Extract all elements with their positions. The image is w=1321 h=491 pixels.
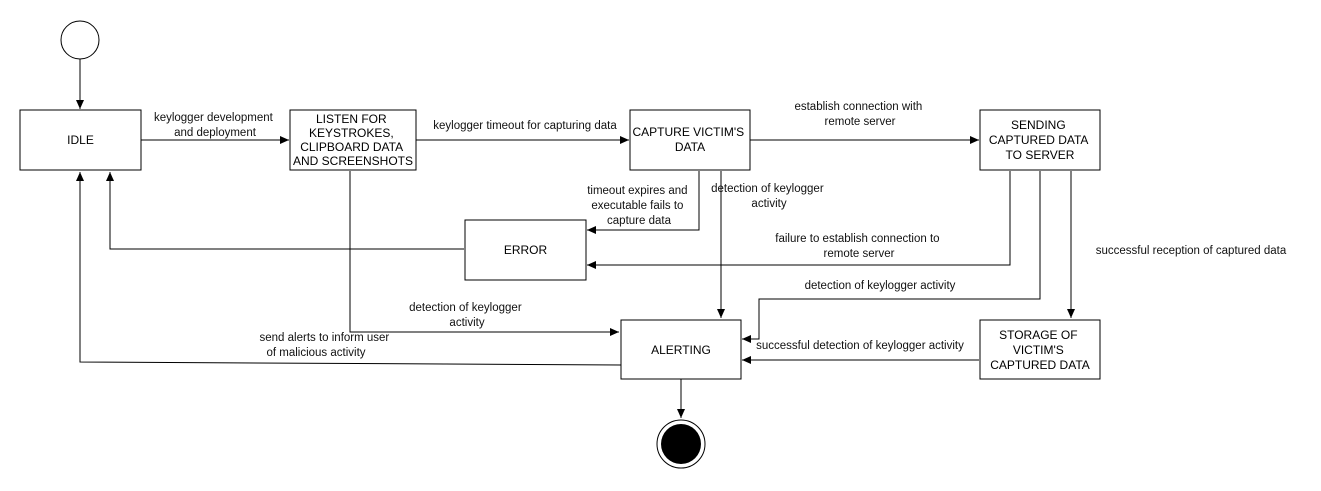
edge-sending-to-alerting [742, 171, 1041, 343]
state-idle-label: IDLE [67, 133, 94, 147]
state-error-label: ERROR [504, 243, 548, 257]
edge-alerting-to-idle [76, 172, 622, 366]
state-listen: LISTEN FOR KEYSTROKES, CLIPBOARD DATA AN… [289, 109, 417, 171]
state-sending-label: SENDING CAPTURED DATA TO SERVER [989, 118, 1091, 162]
edge-listen-to-alerting [349, 171, 619, 336]
state-idle: IDLE [19, 109, 142, 171]
state-capture-label: CAPTURE VICTIM'S DATA [633, 125, 748, 154]
label-alerting-to-idle: send alerts to inform user of malicious … [260, 332, 393, 359]
label-sending-to-alerting: detection of keylogger activity [805, 280, 956, 292]
state-sending: SENDING CAPTURED DATA TO SERVER [979, 109, 1101, 171]
label-listen-to-alerting: detection of keylogger activity [409, 302, 525, 329]
label-capture-to-sending: establish connection with remote server [794, 101, 925, 128]
label-idle-to-listen: keylogger development and deployment [154, 112, 276, 139]
edge-capture-to-error [587, 171, 700, 234]
edge-sending-to-error [587, 171, 1011, 269]
label-sending-to-error: failure to establish connection to remot… [775, 233, 943, 260]
label-capture-to-error: timeout expires and executable fails to … [587, 185, 691, 227]
initial-state [60, 20, 100, 60]
state-alerting-label: ALERTING [651, 343, 711, 357]
label-storage-to-alerting: successful detection of keylogger activi… [756, 340, 964, 352]
label-capture-to-alerting: detection of keylogger activity [711, 183, 827, 210]
edge-error-to-idle [106, 172, 464, 250]
final-state [656, 419, 706, 469]
state-error: ERROR [464, 219, 587, 281]
state-storage-label: STORAGE OF VICTIM'S CAPTURED DATA [990, 328, 1090, 372]
state-capture: CAPTURE VICTIM'S DATA [629, 109, 751, 171]
state-listen-label: LISTEN FOR KEYSTROKES, CLIPBOARD DATA AN… [293, 112, 413, 168]
label-sending-to-storage: successful reception of captured data [1096, 245, 1287, 257]
state-storage: STORAGE OF VICTIM'S CAPTURED DATA [979, 319, 1101, 380]
label-listen-to-capture: keylogger timeout for capturing data [433, 120, 617, 132]
state-alerting: ALERTING [620, 319, 742, 380]
